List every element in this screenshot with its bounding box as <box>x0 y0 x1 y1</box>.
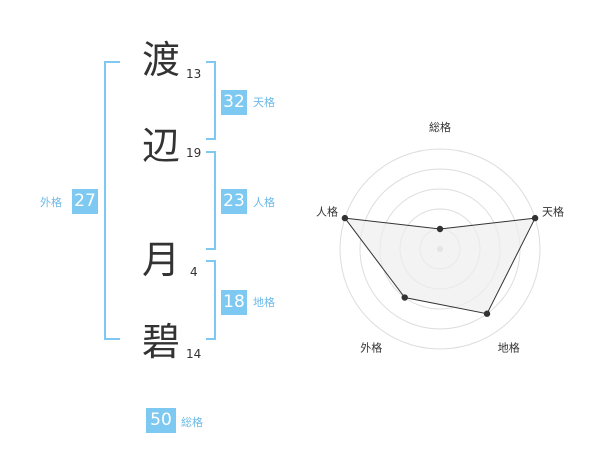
radar-point <box>401 294 408 301</box>
gaikaku-value-badge: 27 <box>72 189 98 214</box>
stroke-count-2: 19 <box>186 146 202 160</box>
chikaku-label: 地格 <box>253 296 275 309</box>
name-char-3: 月 <box>142 238 181 282</box>
gaikaku-bracket <box>104 61 120 340</box>
chikaku-value-badge: 18 <box>221 290 247 315</box>
tenkaku-label: 天格 <box>253 96 275 109</box>
soukaku-label: 総格 <box>181 416 203 429</box>
stroke-count-4: 14 <box>186 347 202 361</box>
jinkaku-bracket <box>206 151 216 250</box>
radar-axis-label: 天格 <box>542 204 564 218</box>
jinkaku-value-badge: 23 <box>221 189 247 214</box>
gaikaku-label: 外格 <box>40 196 62 209</box>
radar-axis-label: 総格 <box>429 120 451 134</box>
name-char-4: 碧 <box>142 320 181 364</box>
radar-point <box>436 225 444 233</box>
chikaku-bracket <box>206 260 216 340</box>
radar-point <box>531 214 539 222</box>
stroke-count-3: 4 <box>190 265 198 279</box>
tenkaku-bracket <box>206 61 216 140</box>
stroke-count-1: 13 <box>186 67 202 81</box>
radar-point <box>483 310 491 317</box>
name-char-2: 辺 <box>142 124 181 168</box>
radar-point <box>341 214 349 222</box>
radar-axis-label: 外格 <box>360 341 382 355</box>
soukaku-value-badge: 50 <box>146 408 176 433</box>
tenkaku-value-badge: 32 <box>221 90 247 115</box>
jinkaku-label: 人格 <box>253 196 275 209</box>
radar-polygon <box>343 217 536 315</box>
radar-ring <box>339 148 541 350</box>
radar-axis-label: 地格 <box>498 341 520 355</box>
radar-axis-label: 人格 <box>316 204 338 218</box>
name-char-1: 渡 <box>142 38 181 82</box>
